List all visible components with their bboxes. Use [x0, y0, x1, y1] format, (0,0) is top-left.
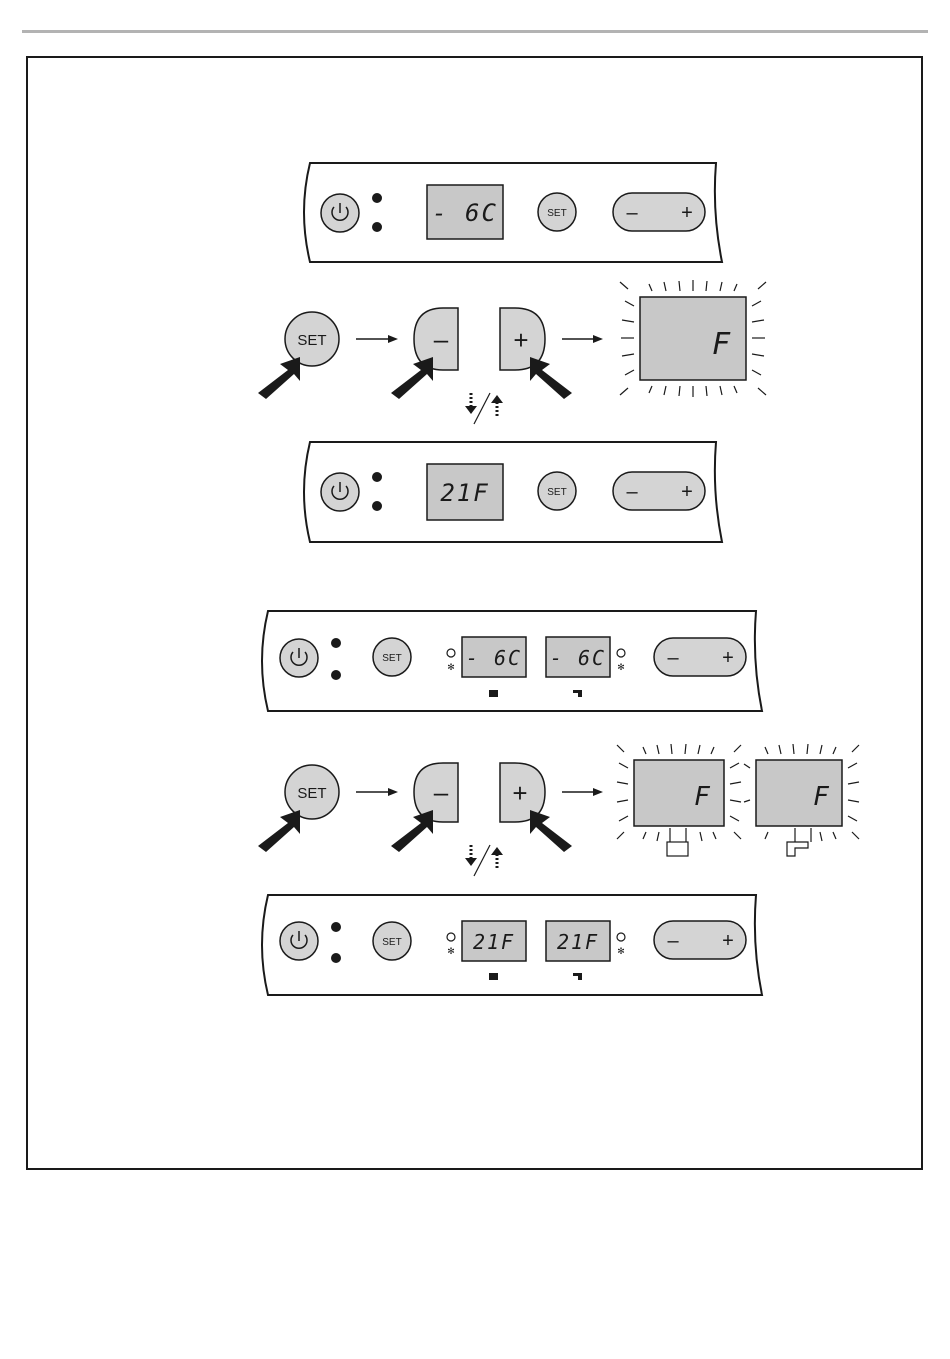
compartment-symbol-right-outline: [787, 842, 808, 856]
pointing-arrow-icon: [530, 357, 572, 399]
step-row-dual: SET – + F: [258, 744, 859, 876]
indicator-ring-right: [617, 933, 625, 941]
step-row-single: SET – + F: [258, 280, 766, 424]
set-button-label: SET: [382, 653, 401, 664]
indicator-led-top: [372, 193, 382, 203]
indicator-led-top: [331, 638, 341, 648]
control-panel-dual-after: SET ✻ 21F 21F ✻ – +: [262, 895, 762, 995]
left-display-readout: - 6C: [466, 646, 522, 670]
minus-label: –: [667, 930, 679, 952]
pointing-arrow-icon: [258, 810, 300, 852]
indicator-led-bottom: [331, 670, 341, 680]
flashing-display-right: F: [744, 744, 859, 856]
set-button-large-label: SET: [297, 332, 326, 349]
indicator-ring-left: [447, 933, 455, 941]
plus-button-large-label: +: [513, 325, 528, 355]
arrow-right-icon: [562, 335, 603, 343]
control-panel-single-before: - 6C SET – +: [304, 163, 722, 262]
control-panel-single-after: 21F SET – +: [304, 442, 722, 542]
indicator-ring-right: [617, 649, 625, 657]
display-readout: 21F: [440, 479, 489, 507]
arrow-right-icon: [562, 788, 603, 796]
pointing-arrow-icon: [391, 810, 433, 852]
pointing-arrow-icon: [391, 357, 433, 399]
indicator-ring-left: [447, 649, 455, 657]
indicator-led-top: [331, 922, 341, 932]
display-readout: - 6C: [432, 199, 498, 227]
plus-label: +: [722, 930, 734, 952]
flashing-display: F: [620, 280, 766, 397]
indicator-led-top: [372, 472, 382, 482]
plus-label: +: [681, 202, 693, 224]
snowflake-icon: ✻: [447, 946, 455, 956]
minus-label: –: [626, 481, 638, 503]
right-display-readout: 21F: [557, 930, 599, 954]
set-button-large-label: SET: [297, 785, 326, 802]
indicator-led-bottom: [372, 501, 382, 511]
arrow-right-icon: [356, 335, 398, 343]
set-button-label: SET: [382, 937, 401, 948]
right-display-readout: - 6C: [550, 646, 606, 670]
flash-unit-readout: F: [694, 782, 712, 812]
snowflake-icon: ✻: [447, 662, 455, 672]
set-button-label: SET: [547, 487, 566, 498]
plus-label: +: [722, 647, 734, 669]
set-button-label: SET: [547, 208, 566, 219]
flashing-display-left: F: [617, 744, 741, 856]
control-panel-dual-before: SET ✻ - 6C - 6C ✻ – +: [262, 611, 762, 711]
flash-unit-readout: F: [712, 327, 732, 362]
plus-label: +: [681, 481, 693, 503]
indicator-led-bottom: [331, 953, 341, 963]
compartment-symbol-left-outline: [667, 842, 688, 856]
plus-button-large-label: +: [512, 778, 527, 808]
minus-button-large-label: –: [434, 777, 449, 807]
snowflake-icon: ✻: [617, 946, 625, 956]
pointing-arrow-icon: [530, 810, 572, 852]
pointing-arrow-icon: [258, 357, 300, 399]
minus-label: –: [626, 202, 638, 224]
left-display-readout: 21F: [473, 930, 515, 954]
minus-button-large-label: –: [434, 324, 449, 354]
down-up-arrows-icon: [465, 393, 503, 424]
down-up-arrows-icon: [465, 845, 503, 876]
compartment-symbol-left: [489, 973, 498, 980]
compartment-symbol-left: [489, 690, 498, 697]
arrow-right-icon: [356, 788, 398, 796]
minus-label: –: [667, 647, 679, 669]
snowflake-icon: ✻: [617, 662, 625, 672]
flash-unit-readout: F: [813, 782, 831, 812]
indicator-led-bottom: [372, 222, 382, 232]
